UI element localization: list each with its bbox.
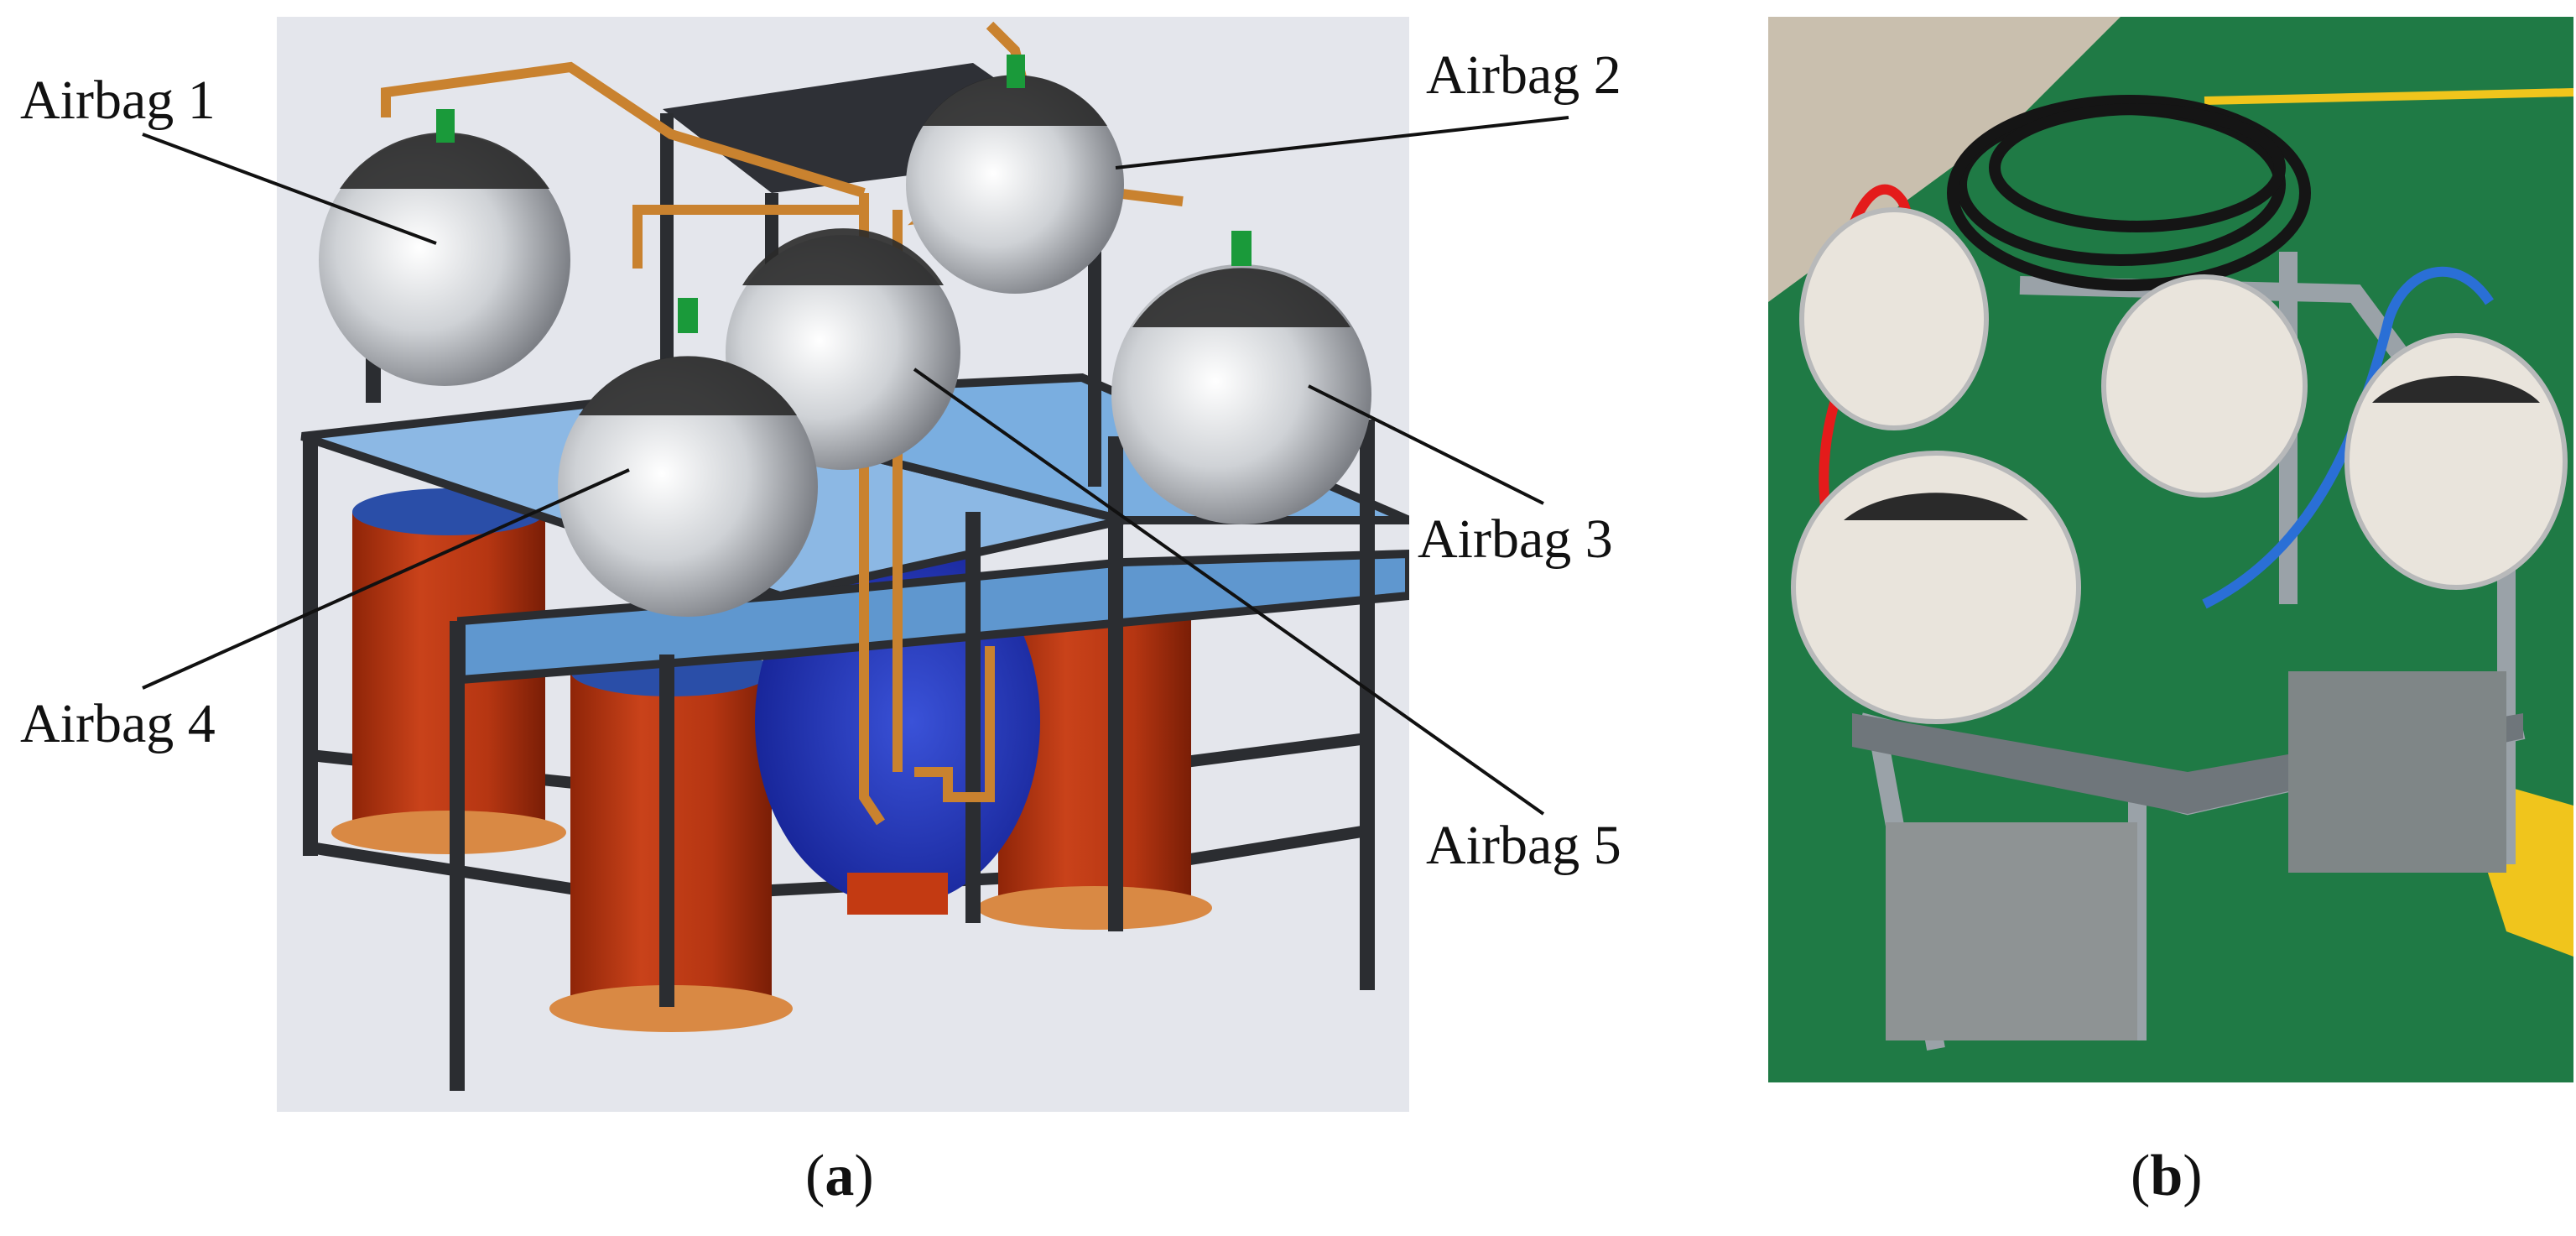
label-airbag-3: Airbag 3 (1418, 508, 1613, 570)
prototype-photo-panel (1768, 17, 2574, 1082)
caged-airbag (2344, 333, 2568, 590)
caption-b: (b) (2131, 1144, 2203, 1208)
floor-yellow-line (2204, 88, 2574, 105)
tank (331, 488, 566, 854)
caged-airbag (1799, 207, 1989, 430)
sphere-airbag (319, 109, 570, 386)
caption-b-letter: b (2150, 1144, 2183, 1208)
leader-line-airbag-3 (1308, 384, 1544, 505)
label-airbag-5: Airbag 5 (1426, 815, 1621, 876)
cable-coil (1947, 95, 2311, 291)
leader-line-airbag-2 (1115, 116, 1569, 169)
leader-line-airbag-5 (913, 368, 1545, 816)
sphere-airbag (906, 55, 1124, 294)
label-airbag-4: Airbag 4 (20, 693, 216, 754)
caged-airbag (1791, 451, 2081, 724)
steel-tank (1886, 822, 2137, 1040)
caption-a: (a) (805, 1144, 874, 1208)
steel-tank (2288, 671, 2506, 873)
cad-rendering-panel (277, 17, 1413, 1112)
sphere-airbag (558, 298, 818, 617)
caged-airbag (2101, 274, 2308, 498)
prototype-photo (1768, 17, 2574, 1082)
sphere-airbag (1111, 231, 1371, 524)
label-airbag-1: Airbag 1 (20, 70, 216, 131)
blue-vessel-base (847, 873, 948, 915)
leader-line-airbag-4 (142, 468, 630, 690)
label-airbag-2: Airbag 2 (1426, 44, 1621, 106)
caption-a-letter: a (825, 1144, 855, 1208)
blue-air-tube (2202, 266, 2494, 609)
leader-line-airbag-1 (142, 133, 437, 245)
cad-rendering (277, 17, 1413, 1112)
